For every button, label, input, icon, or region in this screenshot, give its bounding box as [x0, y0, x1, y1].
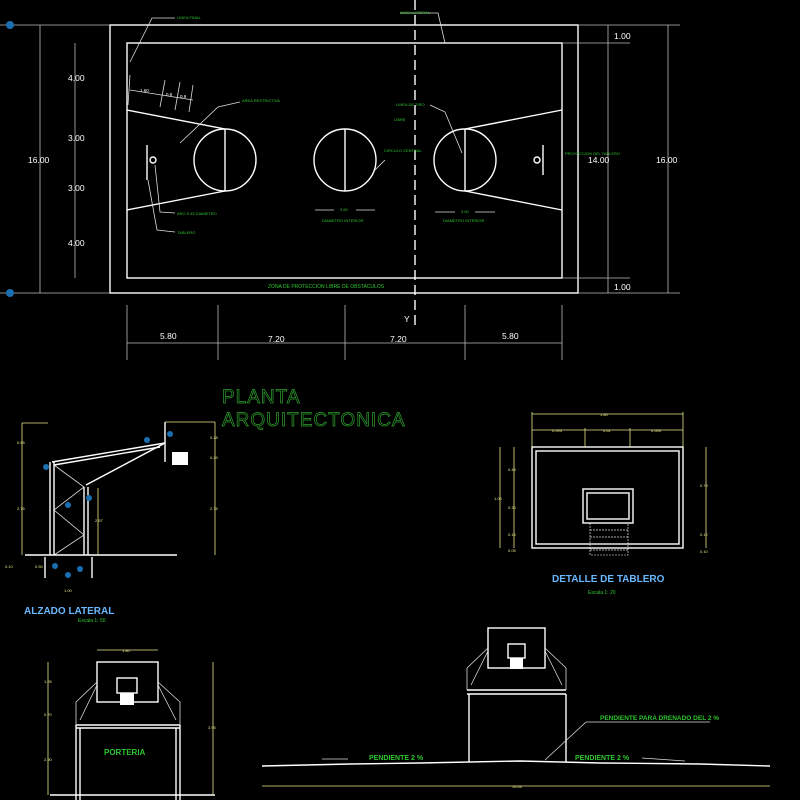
dim: 0.29 [210, 455, 219, 460]
board-detail: 1.80 0.595 0.61 0.595 1.05 0.45 0.30 0.1… [494, 412, 709, 596]
hoop-right [533, 156, 541, 164]
hoop-net [172, 452, 188, 465]
dim: 1.00 [614, 282, 631, 292]
key-line [126, 109, 226, 130]
plan-title: ARQUITECTONICA [222, 410, 406, 431]
dim: 0.70 [44, 712, 53, 717]
label-backboard: TABLERO [177, 230, 195, 235]
dim: 0.50 [35, 564, 44, 569]
label-board-projection: PROYECCION DEL TABLERO [565, 151, 620, 156]
dim: 0.65 [17, 440, 26, 445]
ground-slope-line [261, 760, 771, 767]
label-side-line: LINEA LATERAL [400, 10, 431, 15]
dim-total: 16.00 [28, 155, 50, 165]
dim: 0.61 [603, 428, 612, 433]
court-outline [126, 42, 563, 279]
dim: 3.00 [68, 133, 85, 143]
label-inner-diameter: DIAMETRO INTERIOR [443, 218, 484, 223]
label-inner-diameter: DIAMETRO INTERIOR [322, 218, 363, 223]
dim: 4.00 [68, 238, 85, 248]
court-plan: 1.60 0.9 0.9 LINEA FINAL LINEA LATERAL A… [0, 0, 680, 431]
label-free-throw-line: LINEA DE TIRO [396, 102, 425, 107]
dim: 1.05 [494, 496, 503, 501]
dim: 3.95 [208, 725, 217, 730]
dim: 0.28 [210, 435, 219, 440]
grid-marker [6, 289, 14, 297]
board-detail-title: DETALLE DE TABLERO [552, 574, 665, 585]
plan-title: PLANTA [222, 387, 301, 408]
goal-elevation: 1.80 1.05 0.70 2.90 3.95 PORTERIA [44, 648, 217, 800]
dim: 2.57 [95, 518, 104, 523]
dim: 2.75 [17, 506, 26, 511]
dim: 5.80 [502, 331, 519, 341]
drain-note: PENDIENTE PARA DRENADO DEL 2 % [600, 715, 719, 722]
dim: 16.00 [512, 784, 523, 789]
dim-total: 16.00 [656, 155, 678, 165]
scale-label: Escala 1: 50 [78, 618, 106, 624]
dim: 0.595 [651, 428, 662, 433]
grid-marker [6, 21, 14, 29]
dim: 4.00 [68, 73, 85, 83]
dim: 0.10 [5, 564, 14, 569]
dim: 1.00 [614, 31, 631, 41]
dim: 0.10 [700, 549, 709, 554]
front-elevation: 16.00 PENDIENTE PARA DRENADO DEL 2 % PEN… [261, 627, 771, 789]
hoop-left [149, 156, 157, 164]
dim: 1.80 [122, 648, 131, 653]
label-protection-zone: ZONA DE PROTECCION LIBRE DE OBSTACULOS [268, 284, 385, 290]
dim: 0.595 [552, 428, 563, 433]
dim: 0.12 [700, 532, 709, 537]
dim: 1.00 [64, 588, 73, 593]
dim: 7.20 [390, 334, 407, 344]
protection-zone-outline [109, 24, 579, 294]
dim: 1.80 [600, 412, 609, 417]
slope-right: PENDIENTE 2 % [575, 755, 630, 762]
side-elevation: 0.65 2.75 0.28 0.29 2.75 2.57 1.00 0.50 … [5, 421, 219, 624]
dim: 7.20 [268, 334, 285, 344]
dim: 0.30 [508, 505, 517, 510]
label-center-circle: CIRCULO CENTRAL [384, 148, 423, 153]
dim: 14.00 [588, 155, 610, 165]
key-dim: 1.60 [140, 88, 149, 93]
dim: 0.15 [508, 532, 517, 537]
scale-label: Escala 1: 20 [588, 590, 616, 596]
key-dim: 0.9 [166, 92, 173, 97]
label-end-line: LINEA FINAL [177, 15, 202, 20]
dim: 0.78 [700, 483, 709, 488]
goal-title: PORTERIA [104, 748, 146, 757]
label-diameter: 3.60 [461, 209, 470, 214]
slope-left: PENDIENTE 2 % [369, 755, 424, 762]
side-elevation-title: ALZADO LATERAL [24, 606, 114, 617]
label-hoop: ARO 0.45 DIAMETRO [177, 211, 217, 216]
net-icon [589, 522, 629, 556]
dim: 3.00 [68, 183, 85, 193]
label-diameter: 3.60 [340, 207, 349, 212]
label-restricted-area: AREA RESTRICTIVA [242, 98, 280, 103]
label-free: LIBRE [394, 117, 406, 122]
axis-label: Y [404, 314, 410, 324]
dim: 2.90 [44, 757, 53, 762]
dim: 0.05 [508, 548, 517, 553]
dim: 0.45 [508, 467, 517, 472]
dim: 5.80 [160, 331, 177, 341]
key-dim: 0.9 [180, 94, 187, 99]
dim: 2.75 [210, 506, 219, 511]
dim: 1.05 [44, 679, 53, 684]
